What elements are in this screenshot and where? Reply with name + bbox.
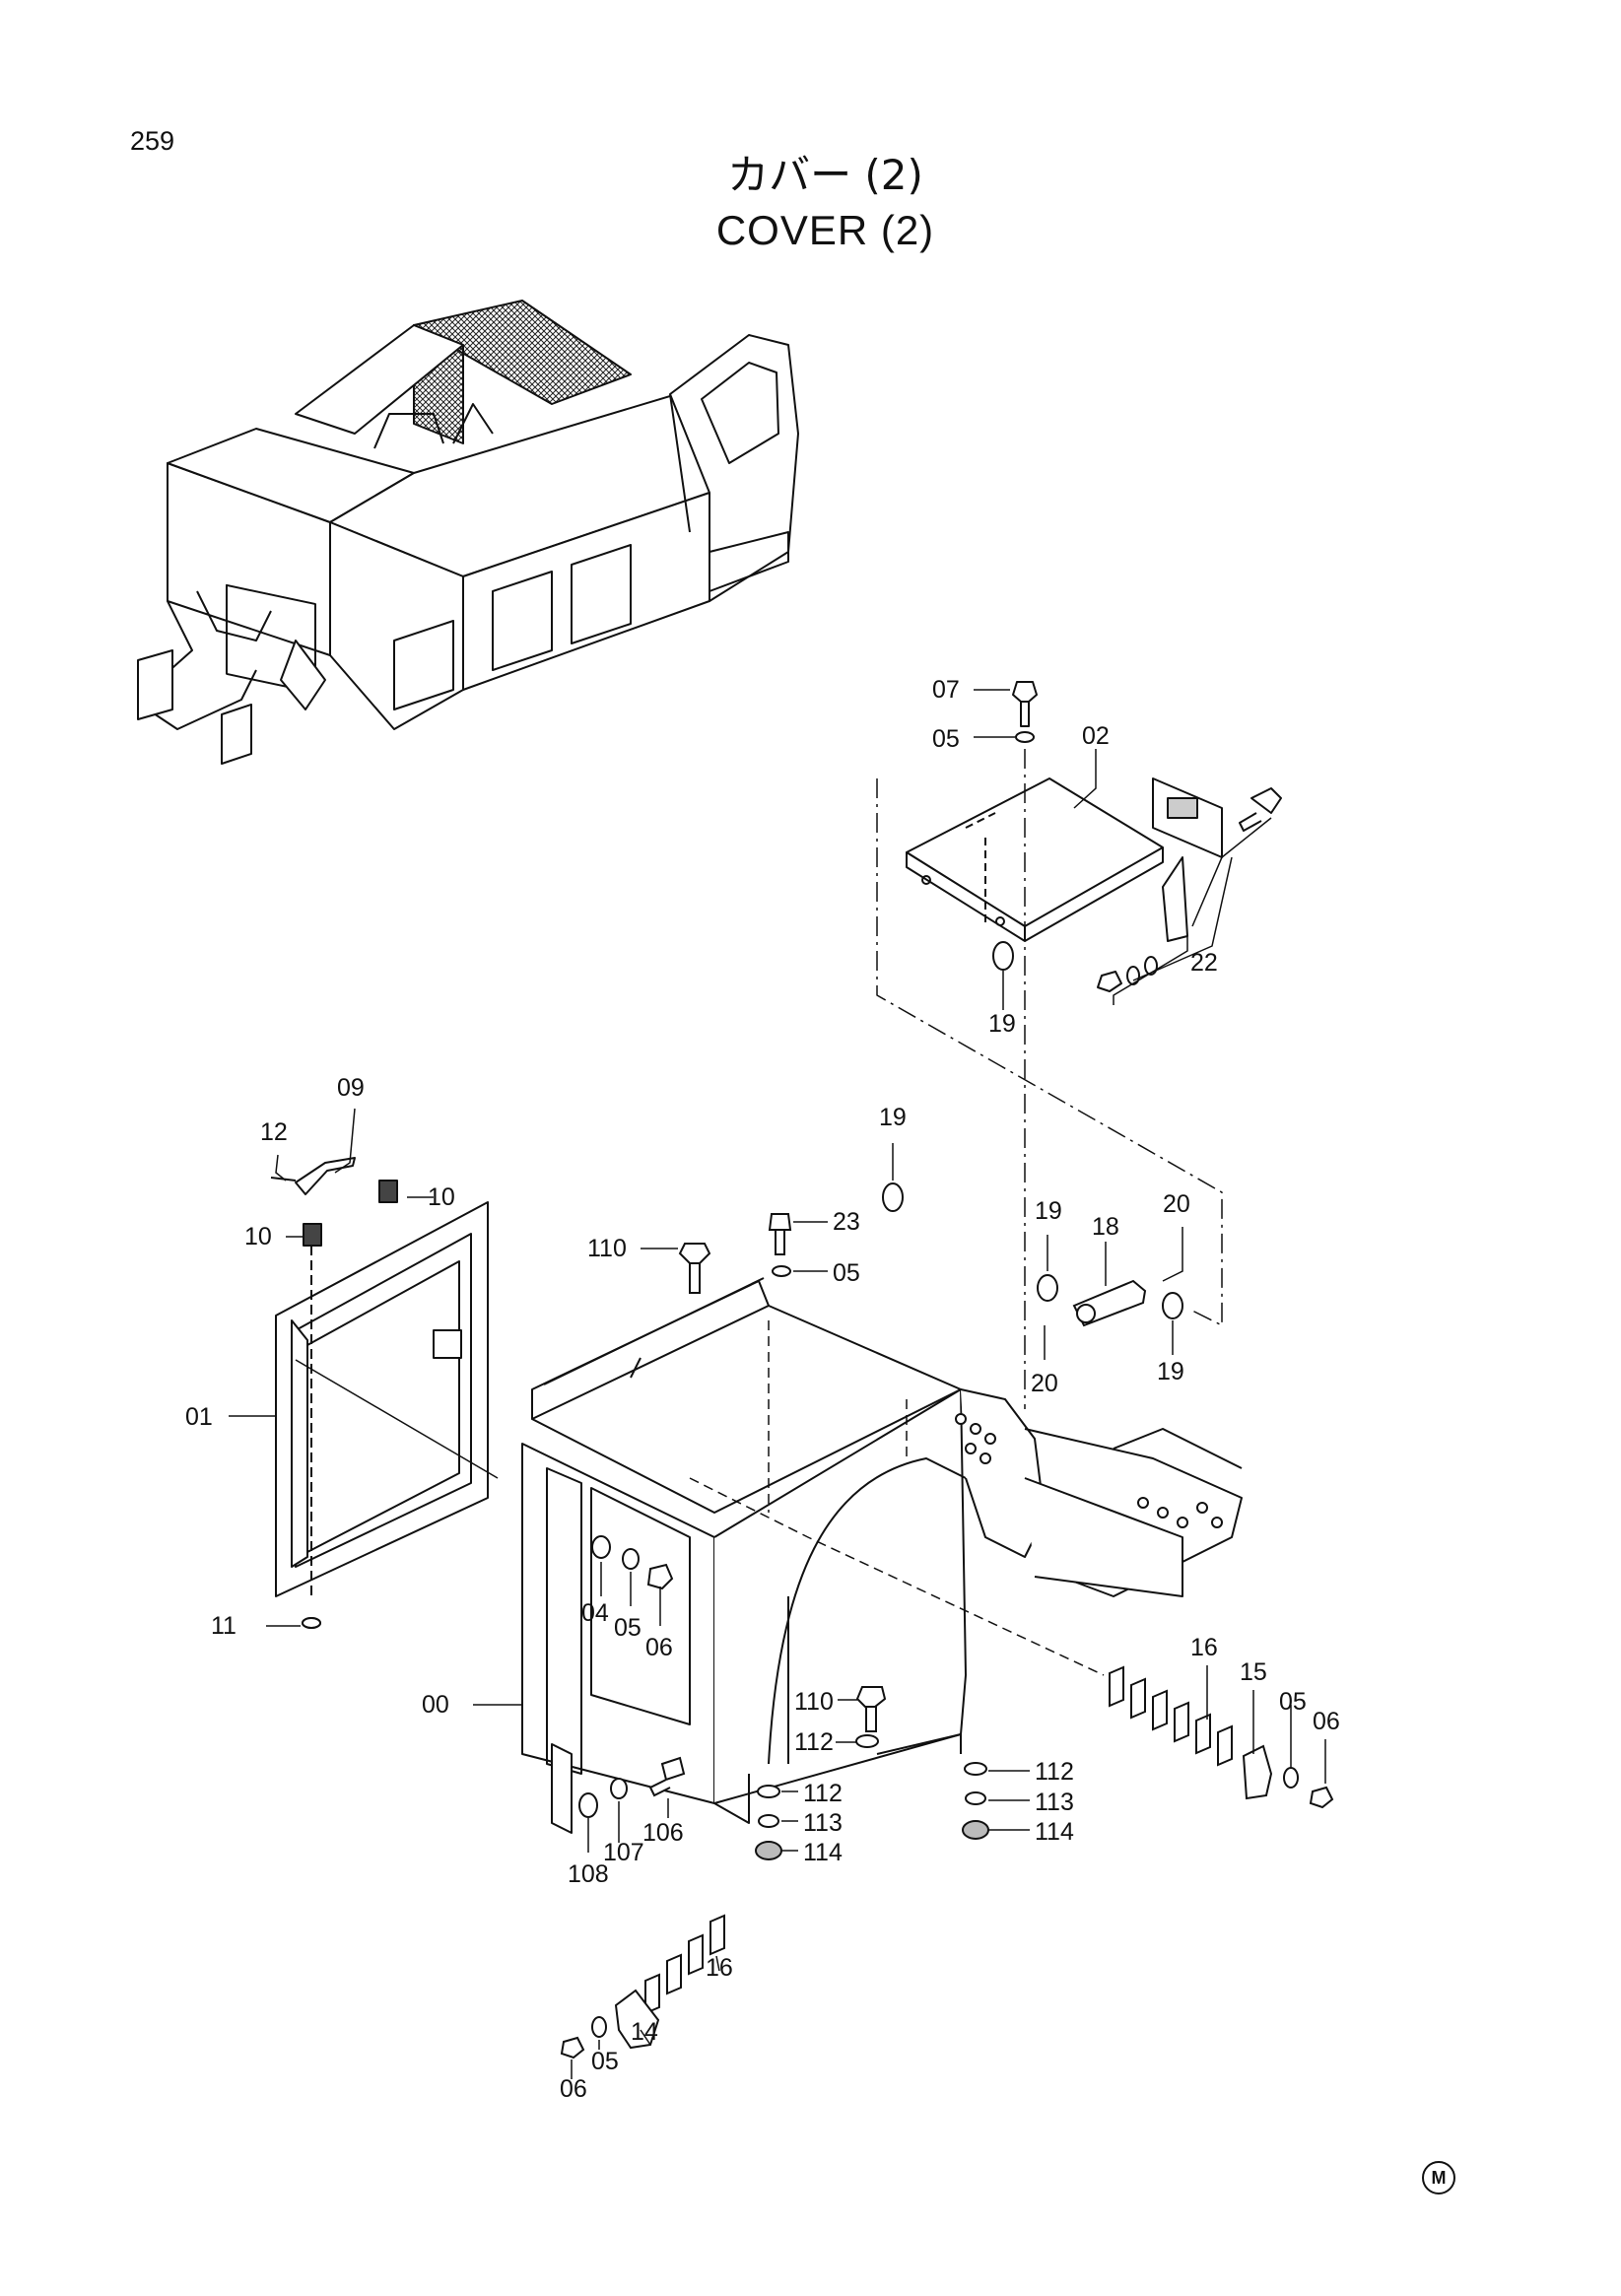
callout-00: 00: [422, 1691, 449, 1719]
callout-labels: 07 05 02 22 19 09 12 10 10 01 11 110 23 …: [185, 676, 1340, 2103]
callout-05-right: 05: [1279, 1688, 1307, 1716]
callout-10-right: 10: [428, 1183, 455, 1211]
callout-20-bottom: 20: [1031, 1370, 1058, 1397]
callout-107: 107: [603, 1839, 644, 1866]
callout-18: 18: [1092, 1213, 1119, 1241]
callout-16-right: 16: [1190, 1634, 1218, 1661]
callout-01: 01: [185, 1403, 213, 1431]
callout-07-top: 07: [932, 676, 960, 704]
callout-05-left: 05: [591, 2048, 619, 2075]
callout-112-mid: 112: [794, 1728, 834, 1756]
callout-106: 106: [642, 1819, 684, 1847]
callout-16-left: 16: [706, 1954, 733, 1982]
callout-02: 02: [1082, 722, 1110, 750]
machine-overview: [137, 300, 799, 765]
callout-113-right: 113: [1035, 1789, 1074, 1816]
title-english: COVER (2): [715, 207, 935, 253]
callout-05-mid: 05: [833, 1259, 860, 1287]
callout-108: 108: [568, 1860, 609, 1888]
callout-19-top: 19: [988, 1010, 1016, 1038]
callout-04: 04: [581, 1599, 609, 1627]
callout-12: 12: [260, 1118, 288, 1146]
title-japanese: カバー (2): [727, 151, 923, 199]
callout-19-bottom: 19: [1157, 1358, 1184, 1385]
callout-11: 11: [211, 1612, 236, 1640]
manufacturer-mark: M: [1422, 2161, 1455, 2195]
callout-09: 09: [337, 1074, 365, 1102]
door-assembly: [270, 1157, 499, 1629]
callout-110-top: 110: [587, 1235, 627, 1262]
callout-06-body: 06: [645, 1634, 673, 1661]
callout-06-right: 06: [1313, 1708, 1340, 1735]
hardware: [302, 1182, 1334, 2060]
callout-23: 23: [833, 1208, 860, 1236]
page-number: 259: [130, 126, 175, 156]
callout-112-left: 112: [803, 1780, 843, 1807]
callout-110-mid: 110: [794, 1688, 834, 1716]
callout-05-body: 05: [614, 1614, 642, 1642]
callout-10-left: 10: [244, 1223, 272, 1250]
callout-15: 15: [1240, 1658, 1267, 1686]
callout-06-left: 06: [560, 2075, 587, 2103]
title-block: カバー (2) COVER (2): [0, 148, 1621, 258]
callout-14: 14: [631, 2018, 658, 2046]
callout-113-left: 113: [803, 1809, 843, 1837]
callout-05-top: 05: [932, 725, 960, 753]
callout-112-right: 112: [1035, 1758, 1074, 1786]
callout-20-top: 20: [1163, 1190, 1190, 1218]
callout-114-left: 114: [803, 1839, 843, 1866]
callout-22: 22: [1190, 949, 1218, 977]
cover-plate-assembly: [876, 681, 1282, 1409]
leader-lines: [229, 689, 1326, 2079]
callout-19-mid: 19: [879, 1104, 907, 1131]
callout-19-right: 19: [1035, 1197, 1062, 1225]
main-cover-body: [521, 1277, 1243, 1834]
callout-114-right: 114: [1035, 1818, 1074, 1846]
